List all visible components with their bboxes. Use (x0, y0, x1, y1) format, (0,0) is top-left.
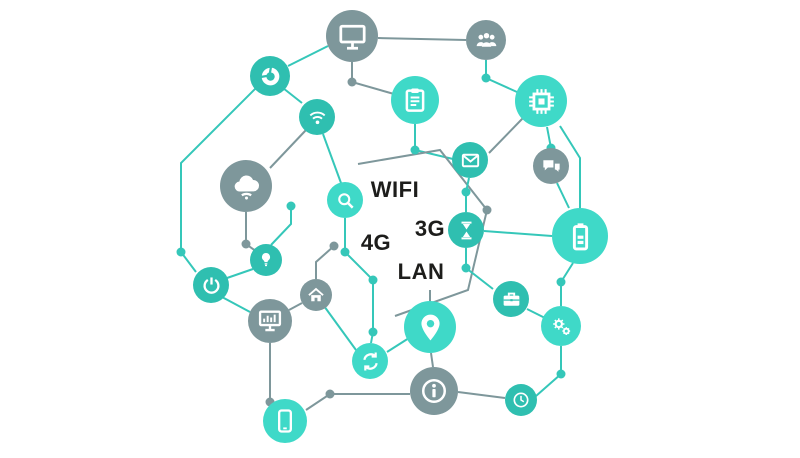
home-icon-node (300, 279, 332, 311)
mail-icon (461, 153, 479, 167)
users-icon (476, 32, 496, 47)
wifi-icon-node (299, 99, 335, 135)
junction-dot (368, 327, 378, 337)
junction-dot (556, 369, 566, 379)
junction-dot (482, 205, 492, 215)
junction-dot (286, 201, 296, 211)
connector-line (430, 352, 434, 368)
clipboard-icon-node (391, 76, 439, 124)
chat-icon-node (533, 148, 569, 184)
battery-icon (572, 222, 588, 250)
chip-icon-node (515, 75, 567, 127)
label-lan: LAN (397, 259, 445, 284)
connector-line (287, 45, 329, 67)
connector-line (386, 337, 410, 353)
connector-line (269, 129, 307, 169)
location-pin-icon-node (404, 301, 456, 353)
junction-dot (176, 247, 186, 257)
connector-line (457, 391, 506, 399)
connector-line (226, 268, 254, 279)
connector-line (377, 37, 467, 41)
location-pin-icon (420, 314, 440, 340)
connector-line (559, 125, 581, 208)
hourglass-icon (461, 221, 471, 239)
junction-dot (325, 389, 335, 399)
users-icon-node (466, 20, 506, 60)
chip-icon (528, 88, 554, 114)
connector-line (488, 117, 524, 154)
connector-line (180, 87, 257, 273)
clock-icon-node (505, 384, 537, 416)
gears-icon-node (541, 306, 581, 346)
connector-line (556, 182, 570, 209)
donut-chart-icon-node (250, 56, 290, 96)
briefcase-icon-node (493, 281, 529, 317)
junction-dot (410, 145, 420, 155)
connector-line (323, 305, 357, 351)
junction-dot (481, 73, 491, 83)
gears-icon (552, 317, 570, 335)
connector-line (282, 87, 303, 104)
home-icon (308, 287, 324, 302)
search-icon-node (327, 182, 363, 218)
power-icon (202, 276, 220, 294)
junction-dot (556, 277, 566, 287)
info-icon-node (410, 367, 458, 415)
label-wifi: WIFI (370, 177, 420, 202)
junction-dot (368, 275, 378, 285)
bulb-icon-node (250, 244, 282, 276)
clipboard-icon (405, 88, 425, 112)
refresh-icon (362, 351, 378, 371)
connector-line (288, 302, 303, 311)
connector-line (315, 245, 335, 279)
chart-monitor-icon (258, 310, 282, 332)
cloud-icon (234, 174, 259, 200)
junction-dot (329, 241, 339, 251)
power-icon-node (193, 267, 229, 303)
monitor-icon-node (326, 10, 378, 62)
junction-dot (241, 239, 251, 249)
connector-line (270, 206, 292, 246)
connector-line (322, 133, 342, 184)
chart-monitor-icon-node (248, 299, 292, 343)
refresh-icon-node (352, 343, 388, 379)
mail-icon-node (452, 142, 488, 178)
briefcase-icon (503, 292, 519, 306)
battery-icon-node (552, 208, 608, 264)
junction-dot (347, 77, 357, 87)
hourglass-icon-node (448, 212, 484, 248)
info-icon (421, 378, 447, 404)
cloud-icon-node (220, 160, 272, 212)
bulb-icon (261, 253, 271, 267)
monitor-icon (338, 24, 366, 50)
connector-line (221, 296, 251, 313)
label-3g: 3G (414, 216, 446, 241)
wifi-icon (309, 111, 325, 124)
junction-dot (461, 187, 471, 197)
connector-line (483, 230, 553, 237)
search-icon (337, 192, 354, 209)
chat-icon (542, 159, 560, 172)
smartphone-icon-node (263, 399, 307, 443)
junction-dot (340, 247, 350, 257)
donut-chart-icon (261, 67, 279, 85)
label-4g: 4G (360, 230, 392, 255)
junction-dot (461, 263, 471, 273)
clock-icon (513, 392, 529, 408)
smartphone-icon (278, 409, 292, 433)
